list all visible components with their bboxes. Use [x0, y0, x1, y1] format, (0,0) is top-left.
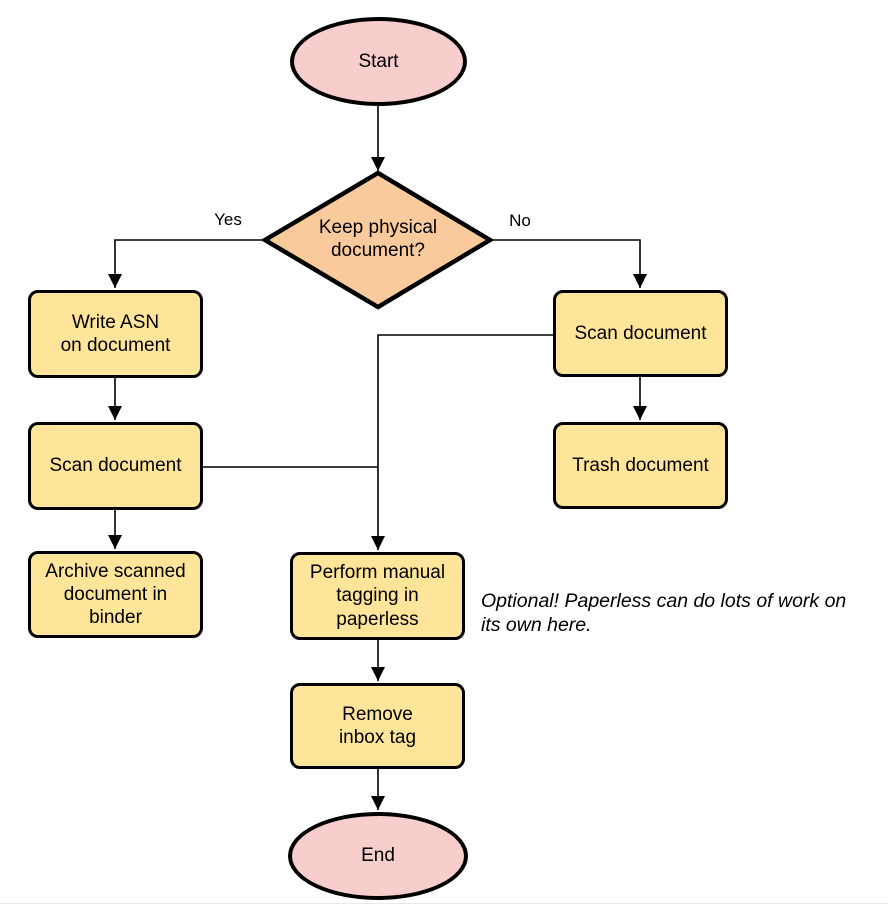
node-start: Start: [290, 17, 467, 106]
node-end-label: End: [361, 845, 395, 867]
node-manual-tagging: Perform manual tagging in paperless: [290, 552, 465, 640]
node-start-label: Start: [358, 50, 399, 72]
edge-decision-yes-to-write-asn: [107, 239, 265, 288]
edge-label-yes: Yes: [214, 210, 242, 229]
edge-scan-right-to-tagging: [370, 334, 553, 550]
decision-diamond-shape: [260, 170, 495, 310]
node-remove-inbox-tag: Remove inbox tag: [290, 683, 465, 769]
node-archive-document: Archive scanned document in binder: [28, 551, 203, 638]
node-archive-document-label: Archive scanned document in binder: [45, 560, 186, 629]
optional-annotation: Optional! Paperless can do lots of work …: [481, 590, 847, 636]
edge-label-no: No: [509, 211, 531, 230]
bottom-hairline: [0, 903, 888, 904]
node-end: End: [288, 812, 468, 900]
node-scan-document-left: Scan document: [28, 422, 203, 510]
edge-decision-no-to-scan-right: [490, 239, 648, 288]
node-scan-document-left-label: Scan document: [49, 455, 182, 477]
node-scan-document-right: Scan document: [553, 290, 728, 377]
node-manual-tagging-label: Perform manual tagging in paperless: [309, 562, 446, 630]
node-trash-document-label: Trash document: [572, 454, 709, 476]
node-remove-inbox-tag-label: Remove inbox tag: [338, 703, 417, 748]
node-scan-document-right-label: Scan document: [574, 322, 707, 344]
node-decision-label: Keep physical document?: [318, 217, 438, 262]
node-write-asn-label: Write ASN on document: [60, 311, 171, 356]
node-write-asn: Write ASN on document: [28, 290, 203, 378]
node-trash-document: Trash document: [553, 422, 728, 509]
